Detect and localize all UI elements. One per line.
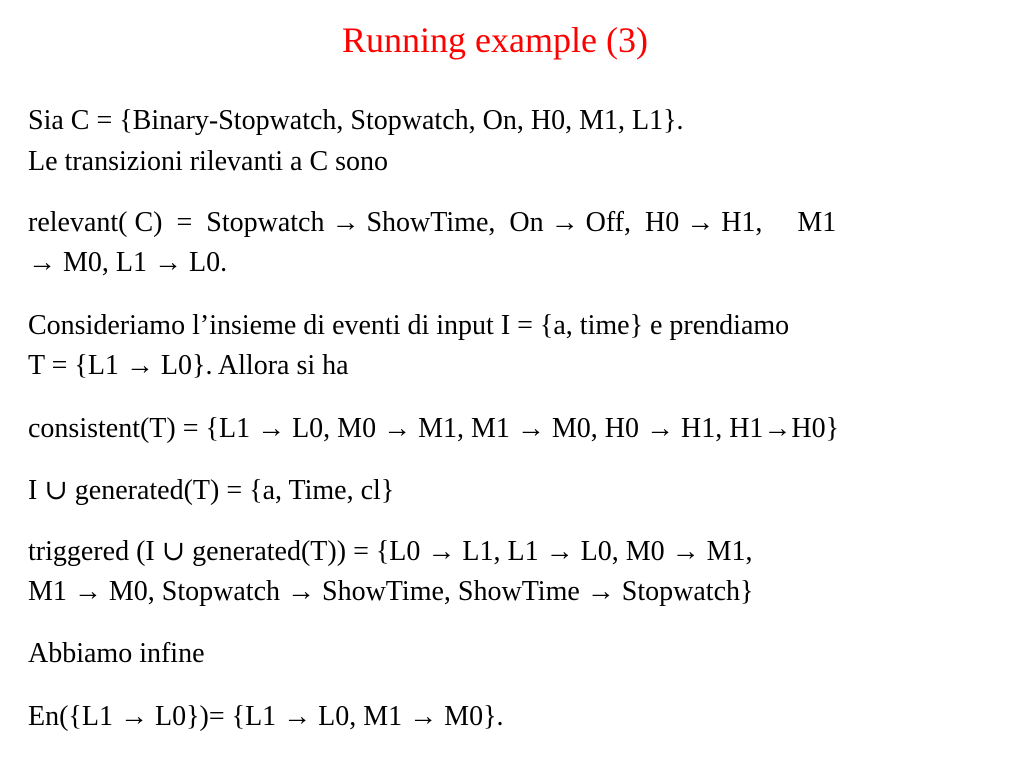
text-line-consistent: consistent(T) = {L1 → L0, M0 → M1, M1 → … bbox=[28, 413, 840, 444]
text-line-generated: I ∪ generated(T) = {a, Time, cl} bbox=[28, 475, 395, 506]
text-line-relevant-def: relevant( C) = Stopwatch → ShowTime, On … bbox=[28, 207, 837, 238]
text-line-set-t: T = {L1 → L0}. Allora si ha bbox=[28, 350, 349, 381]
text-line-finally: Abbiamo infine bbox=[28, 638, 205, 669]
slide-title: Running example (3) bbox=[342, 20, 648, 60]
text-line-relevant-intro: Le transizioni rilevanti a C sono bbox=[28, 146, 389, 177]
text-line-relevant-def-cont: → M0, L1 → L0. bbox=[28, 247, 228, 278]
text-line-triggered: triggered (I ∪ generated(T)) = {L0 → L1,… bbox=[28, 536, 753, 567]
text-line-input-events: Consideriamo l’insieme di eventi di inpu… bbox=[28, 310, 790, 341]
text-line-triggered-cont: M1 → M0, Stopwatch → ShowTime, ShowTime … bbox=[28, 576, 754, 607]
text-line-enabled: En({L1 → L0})= {L1 → L0, M1 → M0}. bbox=[28, 701, 504, 732]
text-line-set-c: Sia C = {Binary-Stopwatch, Stopwatch, On… bbox=[28, 105, 684, 136]
